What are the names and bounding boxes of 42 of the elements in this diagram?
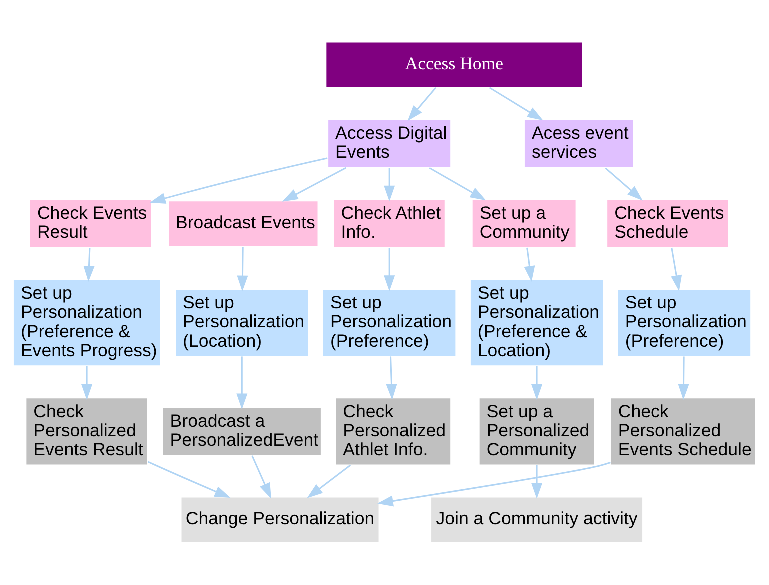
arrow [378, 462, 611, 507]
node-box: Check Personalized Events Schedule [610, 397, 756, 466]
node-box: Check Personalized Athlet Info. [334, 397, 452, 466]
node-box: Set up Personalization (Preference & Location) [470, 279, 604, 367]
arrow [532, 366, 543, 400]
node-box: Set up a Personalized Community [478, 397, 596, 466]
node-box: Set up Personalization (Preference & Events Progress) [12, 279, 162, 367]
arrow [386, 356, 398, 400]
node-box: Access Digital Events [327, 119, 452, 169]
node-box: Broadcast Events [168, 200, 320, 248]
arrow [384, 168, 396, 202]
arrow [282, 167, 346, 202]
arrow [678, 356, 690, 400]
node-box: Check Personalized Events Result [25, 397, 149, 466]
arrow [532, 465, 543, 499]
arrow [148, 461, 231, 498]
node-box: Access Home [325, 41, 584, 88]
node-box: Join a Community activity [430, 496, 644, 544]
arrow [84, 248, 95, 282]
arrow [82, 366, 93, 400]
node-box: Acess event services [524, 119, 634, 169]
arrow [150, 158, 328, 204]
arrow [524, 248, 536, 282]
node-box: Set up Personalization (Location) [174, 288, 310, 358]
arrow [408, 87, 437, 122]
node-box: Set up a Community [472, 199, 578, 249]
node-box: Set up Personalization (Preference) [322, 288, 457, 358]
node-box: Check Events Result [29, 199, 153, 249]
node-box: Check Events Schedule [606, 199, 730, 249]
arrow [605, 168, 644, 201]
arrow [237, 247, 248, 292]
arrow [671, 248, 682, 292]
node-box: Set up Personalization (Preference) [617, 288, 752, 358]
node-box: Broadcast a PersonalizedEvent [162, 406, 322, 456]
arrow [384, 248, 396, 292]
node-box: Check Athlet Info. [333, 199, 446, 249]
arrow [307, 464, 352, 498]
arrow [429, 167, 486, 201]
node-box: Change Personalization [180, 496, 380, 544]
arrow [252, 456, 272, 499]
arrow [489, 87, 544, 121]
arrow [236, 356, 248, 410]
